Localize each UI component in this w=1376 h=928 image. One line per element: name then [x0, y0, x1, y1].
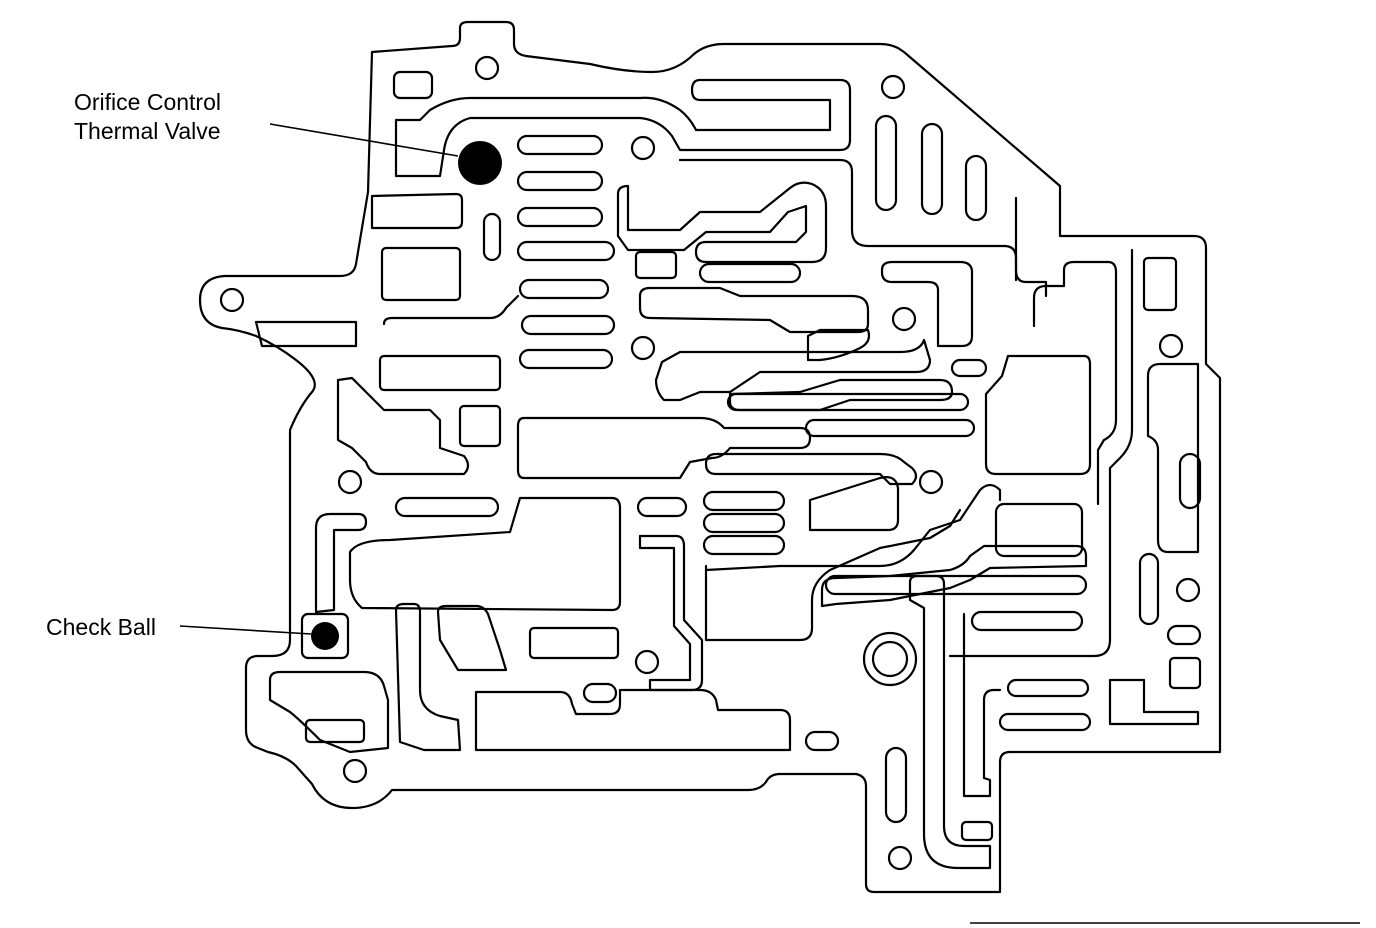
slot — [636, 496, 688, 518]
large-bore-inner — [871, 640, 909, 678]
channel — [394, 602, 462, 752]
pocket — [994, 502, 1084, 558]
channel — [948, 248, 1134, 658]
pocket — [458, 404, 502, 448]
channel — [516, 416, 812, 480]
channel — [314, 512, 368, 614]
bolt-hole — [219, 287, 245, 313]
orifice-leader-line — [269, 123, 459, 157]
channel — [678, 158, 1018, 282]
slot — [1142, 256, 1178, 312]
channel — [394, 78, 852, 178]
slot — [394, 496, 500, 518]
slot — [1178, 452, 1202, 510]
slot — [304, 718, 366, 744]
channel — [638, 534, 704, 692]
slot — [516, 134, 604, 156]
slot — [920, 122, 944, 216]
channel — [704, 452, 918, 486]
bolt-hole — [630, 135, 656, 161]
channel — [704, 483, 1002, 572]
channel — [638, 286, 870, 334]
slot — [1166, 624, 1202, 646]
channel — [1014, 196, 1048, 298]
check-ball-label: Check Ball — [46, 614, 156, 640]
bolt-hole — [891, 306, 917, 332]
slot — [874, 114, 898, 212]
channel — [370, 192, 464, 230]
channel — [616, 181, 828, 264]
slot — [518, 278, 610, 300]
bolt-hole — [918, 469, 944, 495]
orifice-control-thermal-valve-label: Orifice Control Thermal Valve — [74, 88, 221, 146]
channel — [704, 508, 962, 642]
channel — [880, 260, 974, 348]
channel — [806, 328, 871, 362]
slot — [482, 212, 502, 262]
bolt-hole — [337, 469, 363, 495]
slot — [520, 314, 616, 336]
channel — [348, 496, 622, 612]
slot — [804, 730, 840, 752]
bolt-hole — [474, 55, 500, 81]
channel — [984, 354, 1092, 476]
channel — [962, 612, 1002, 798]
slot — [516, 206, 604, 228]
bolt-hole — [1175, 577, 1201, 603]
slot — [824, 574, 1088, 596]
channel — [1032, 260, 1118, 506]
slot — [702, 534, 786, 556]
slot — [970, 610, 1084, 632]
slot — [698, 262, 802, 284]
channel — [436, 604, 508, 672]
slot — [528, 626, 620, 660]
check-ball-pocket — [300, 612, 350, 660]
pocket — [1168, 656, 1202, 690]
slot — [884, 746, 908, 824]
bolt-hole — [1158, 333, 1184, 359]
check-ball — [311, 622, 339, 650]
pocket — [378, 354, 502, 392]
large-bore — [862, 631, 918, 687]
channel — [1146, 362, 1200, 554]
channel — [254, 320, 358, 348]
orifice-label-line2: Thermal Valve — [74, 118, 221, 144]
slot — [804, 418, 976, 438]
slot — [1006, 678, 1090, 698]
pocket — [634, 250, 678, 280]
bolt-hole — [342, 758, 368, 784]
slot — [518, 348, 614, 370]
bolt-hole — [880, 74, 906, 100]
slot — [950, 358, 988, 378]
channel — [1108, 678, 1200, 726]
slot — [582, 682, 618, 704]
slot — [702, 512, 786, 534]
channel — [474, 688, 792, 752]
pocket — [380, 246, 462, 302]
channel — [268, 670, 390, 754]
slot — [964, 154, 988, 222]
plate-outline — [198, 20, 1222, 894]
slot — [726, 392, 970, 412]
channel — [382, 294, 520, 326]
slot — [998, 712, 1092, 732]
slot — [1138, 552, 1160, 626]
channel — [908, 574, 992, 870]
bolt-hole — [630, 335, 656, 361]
slot — [702, 490, 786, 512]
channel — [336, 376, 470, 476]
orifice-control-thermal-valve-ball — [458, 141, 502, 185]
bolt-hole — [634, 649, 660, 675]
bolt-hole — [887, 845, 913, 871]
slot — [516, 240, 616, 262]
check-ball-leader-line — [179, 625, 312, 635]
channel — [808, 476, 900, 532]
slot — [516, 170, 604, 192]
orifice-label-line1: Orifice Control — [74, 89, 221, 115]
slot — [960, 820, 994, 842]
channel — [654, 338, 932, 402]
port — [392, 70, 434, 100]
